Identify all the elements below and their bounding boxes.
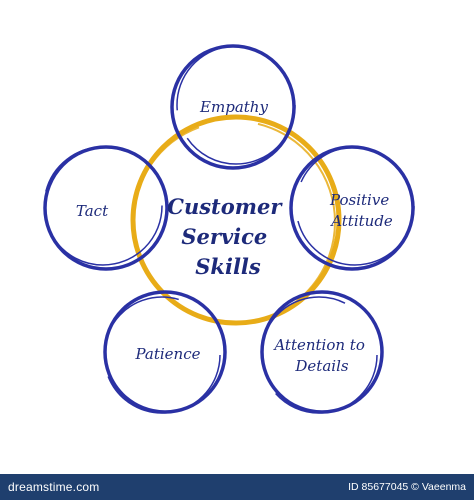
- center-ring-sketch: [132, 120, 336, 324]
- ring-positive-attitude: [289, 145, 415, 271]
- watermark-credit: ID 85677045 © Vaeenma: [348, 481, 466, 493]
- patience-label-line-1: Patience: [134, 345, 200, 363]
- watermark-bar: dreamstime.com ID 85677045 © Vaeenma: [0, 474, 474, 500]
- attention-to-details-label: Attention to Details: [272, 336, 369, 375]
- ring-empathy: [170, 44, 296, 170]
- patience-label: Patience: [134, 345, 200, 363]
- positive-attitude-label-line-1: Positive: [329, 191, 389, 209]
- watermark-brand: dreamstime.com: [8, 480, 100, 494]
- tact-label-line-1: Tact: [76, 202, 109, 220]
- attention-to-details-label-line-2: Details: [294, 357, 348, 375]
- empathy-label: Empathy: [199, 98, 268, 116]
- ring-tact: [43, 145, 169, 271]
- attention-to-details-label-line-1: Attention to: [272, 336, 365, 354]
- center-label-line-2: Service: [181, 224, 267, 249]
- center-label-line-1: Customer: [167, 194, 283, 219]
- outer-rings: [43, 44, 415, 414]
- center-ring-group: [130, 114, 342, 326]
- empathy-label-line-1: Empathy: [199, 98, 268, 116]
- diagram: Customer Service Skills Empathy Positive…: [43, 44, 415, 414]
- center-label-line-3: Skills: [195, 254, 261, 279]
- ring-patience: [103, 290, 227, 414]
- positive-attitude-label-line-2: Attitude: [329, 212, 393, 230]
- ring-attention-to-details: [260, 290, 384, 414]
- tact-label: Tact: [76, 202, 109, 220]
- positive-attitude-label: Positive Attitude: [329, 191, 394, 230]
- center-label: Customer Service Skills: [167, 194, 288, 279]
